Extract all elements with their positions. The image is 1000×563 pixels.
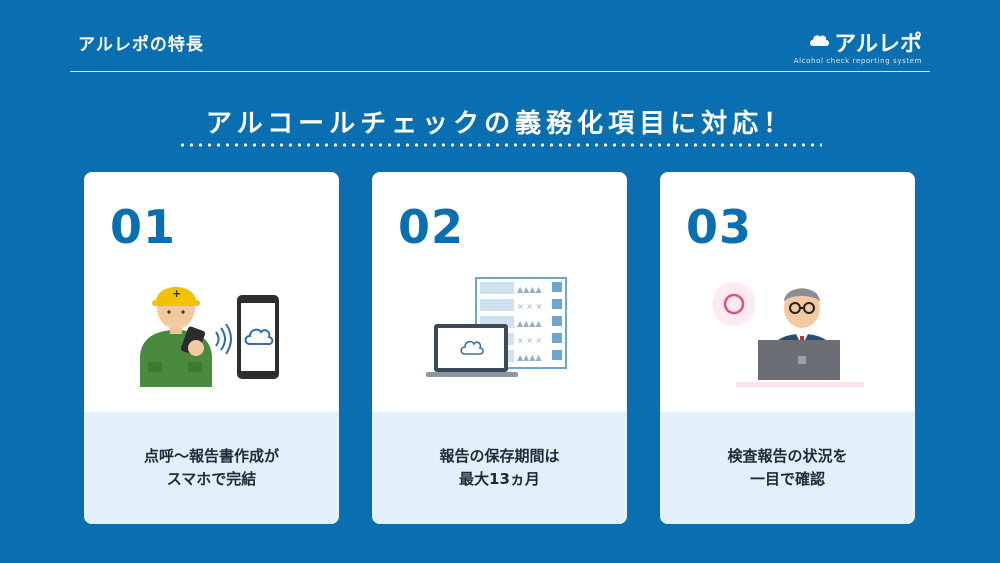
card-number: 03: [686, 200, 753, 254]
logo-tagline: Alcohol check reporting system: [793, 57, 922, 65]
card-caption: 点呼～報告書作成が スマホで完結: [84, 412, 339, 524]
svg-text:× × ×: × × ×: [517, 302, 542, 311]
feature-card-3: 03 検査報告の状況を 一目で確認: [660, 172, 915, 524]
feature-card-2: 02 ▲▲▲▲ × × × ▲▲▲▲ × × × ▲▲▲▲: [372, 172, 627, 524]
brand-logo[interactable]: アルレポ Alcohol check reporting system: [794, 26, 922, 70]
card-number: 01: [110, 200, 177, 254]
card-caption: 報告の保存期間は 最大13ヵ月: [372, 412, 627, 524]
svg-text:▲▲▲▲: ▲▲▲▲: [517, 353, 542, 362]
dotted-divider: [178, 142, 822, 148]
header-divider: [70, 71, 930, 72]
svg-text:▲▲▲▲: ▲▲▲▲: [517, 285, 542, 294]
svg-text:+: +: [172, 287, 181, 300]
svg-text:× × ×: × × ×: [517, 336, 542, 345]
cloud-logo-icon: [810, 35, 829, 46]
manager-laptop-illustration: [660, 262, 915, 390]
svg-text:▲▲▲▲: ▲▲▲▲: [517, 319, 542, 328]
main-title: アルコールチェックの義務化項目に対応！: [205, 109, 795, 139]
card-caption: 検査報告の状況を 一目で確認: [660, 412, 915, 524]
card-caption-text: 報告の保存期間は 最大13ヵ月: [439, 446, 560, 488]
laptop-database-illustration: ▲▲▲▲ × × × ▲▲▲▲ × × × ▲▲▲▲: [372, 262, 627, 390]
card-number: 02: [398, 200, 465, 254]
logo-name: アルレポ: [834, 32, 922, 57]
feature-card-1: 01 + 点呼～報告書作成が スマホで完結: [84, 172, 339, 524]
card-caption-text: 点呼～報告書作成が スマホで完結: [143, 446, 279, 488]
header-title: アルレポの特長: [78, 35, 204, 55]
card-caption-text: 検査報告の状況を 一目で確認: [727, 446, 848, 488]
worker-smartphone-illustration: +: [84, 262, 339, 390]
